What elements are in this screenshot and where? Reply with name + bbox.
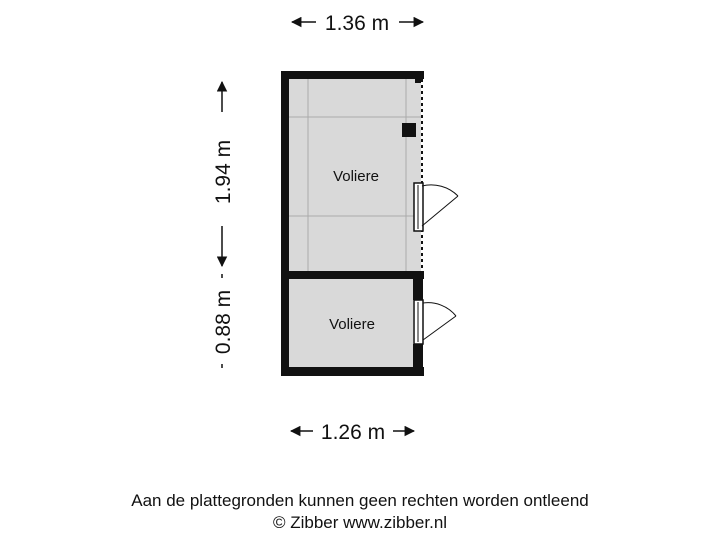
dimension-left-lower-label: 0.88 m [212,290,235,354]
walls [281,71,424,376]
dimension-left-upper: 1.94 m [212,80,235,268]
lower-room-floor [289,279,413,367]
room-label-lower: Voliere [329,316,375,333]
wall-left [281,71,289,376]
dimension-bottom: 1.26 m [289,421,416,444]
copyright-text: © Zibber www.zibber.nl [272,513,448,532]
dimension-bottom-label: 1.26 m [321,421,385,444]
dimension-left-upper-label: 1.94 m [212,140,235,204]
room-label-upper: Voliere [333,168,379,185]
wall-bottom [281,367,424,376]
wall-right-lower-stub-top [413,279,423,300]
disclaimer-text: Aan de plattegronden kunnen geen rechten… [131,491,589,510]
lower-door [413,299,457,345]
wall-top [281,71,424,79]
wall-divider [281,271,424,279]
upper-door [413,182,459,232]
upper-room-floor [289,79,421,271]
dimension-left-lower: 0.88 m [212,274,235,368]
wall-right-lower-stub-bottom [413,344,423,368]
dimension-top: 1.36 m [290,12,425,35]
tile-grid [289,79,421,271]
fixture-square [402,123,416,137]
wall-right-upper-stub [415,79,421,83]
dimension-top-label: 1.36 m [325,12,389,35]
